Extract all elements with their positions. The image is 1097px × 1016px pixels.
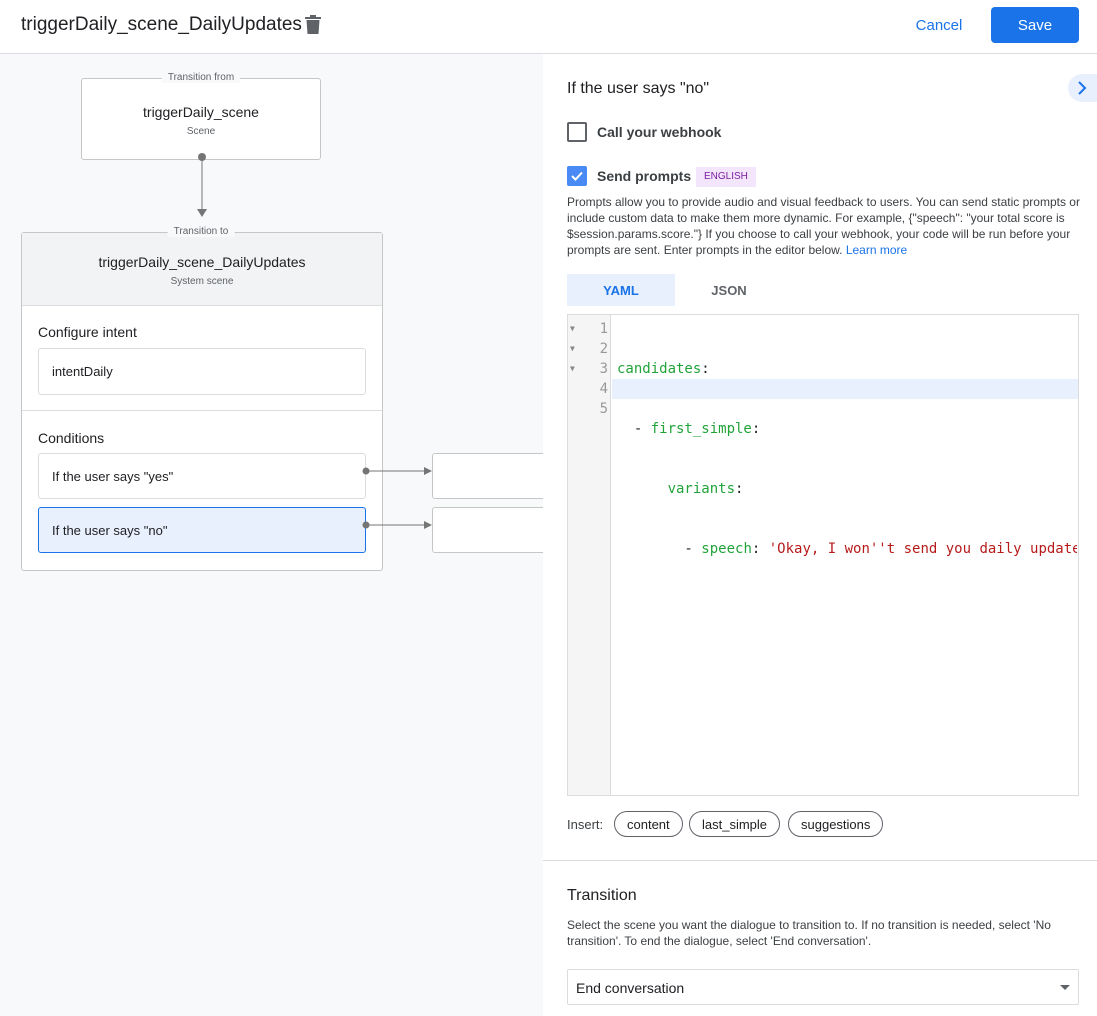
check-icon bbox=[571, 171, 583, 181]
prompts-description: Prompts allow you to provide audio and v… bbox=[567, 194, 1083, 258]
collapse-panel-button[interactable] bbox=[1068, 74, 1097, 102]
insert-chip-last-simple[interactable]: last_simple bbox=[689, 811, 781, 837]
details-panel: If the user says "no" Call your webhook … bbox=[543, 54, 1097, 1016]
insert-label: Insert: bbox=[567, 817, 604, 832]
language-badge: ENGLISH bbox=[696, 167, 756, 187]
connector-arrow bbox=[362, 467, 432, 475]
editor-gutter bbox=[568, 315, 611, 795]
transition-select[interactable]: End conversation bbox=[567, 969, 1079, 1005]
line-number: 1 bbox=[599, 321, 608, 337]
dropdown-arrow-icon bbox=[1060, 985, 1070, 990]
transition-from-label: Transition from bbox=[161, 72, 241, 83]
panel-heading: If the user says "no" bbox=[567, 80, 710, 97]
transition-selected-value: End conversation bbox=[576, 980, 685, 996]
condition-no[interactable]: If the user says "no" bbox=[38, 507, 366, 553]
chevron-right-icon bbox=[1078, 81, 1087, 95]
send-prompts-checkbox[interactable] bbox=[567, 166, 587, 186]
line-number: 4 bbox=[599, 381, 608, 397]
cancel-button[interactable]: Cancel bbox=[915, 16, 963, 34]
yaml-key: candidates bbox=[617, 361, 702, 377]
webhook-label: Call your webhook bbox=[597, 124, 722, 140]
connector-arrow bbox=[197, 153, 207, 217]
transition-from-card[interactable]: triggerDaily_scene Scene bbox=[81, 78, 321, 160]
save-button[interactable]: Save bbox=[991, 7, 1079, 43]
line-number: 3 bbox=[599, 361, 608, 377]
transition-to-card: triggerDaily_scene_DailyUpdates System s… bbox=[21, 232, 383, 571]
page-title: triggerDaily_scene_DailyUpdates bbox=[21, 14, 302, 35]
to-scene-name: triggerDaily_scene_DailyUpdates bbox=[98, 254, 306, 270]
yaml-key: speech bbox=[701, 541, 752, 557]
active-line-highlight bbox=[612, 379, 1078, 399]
tab-yaml[interactable]: YAML bbox=[567, 274, 675, 306]
condition-yes[interactable]: If the user says "yes" bbox=[38, 453, 366, 499]
insert-chip-suggestions[interactable]: suggestions bbox=[788, 811, 884, 837]
intent-name: intentDaily bbox=[52, 364, 113, 379]
target-node-yes[interactable] bbox=[432, 453, 552, 499]
fold-arrows[interactable]: ▼▼▼ bbox=[570, 324, 575, 373]
code-content: candidates: - first_simple: variants: - … bbox=[617, 319, 1077, 599]
code-editor[interactable]: 1 2 3 4 5 ▼▼▼ candidates: - first_simple: va… bbox=[567, 314, 1079, 796]
intent-item[interactable]: intentDaily bbox=[38, 348, 366, 395]
conditions-heading: Conditions bbox=[38, 430, 105, 446]
line-number: 5 bbox=[599, 401, 608, 417]
yaml-key: first_simple bbox=[650, 421, 752, 437]
flow-canvas: triggerDaily_scene Scene Transition from… bbox=[0, 54, 552, 1016]
header: triggerDaily_scene_DailyUpdates Cancel S… bbox=[0, 0, 1097, 54]
insert-chip-content[interactable]: content bbox=[614, 811, 683, 837]
line-number: 2 bbox=[599, 341, 608, 357]
to-scene-type: System scene bbox=[170, 276, 234, 287]
send-prompts-label: Send prompts bbox=[597, 168, 692, 184]
target-node-no[interactable] bbox=[432, 507, 552, 553]
transition-to-label: Transition to bbox=[167, 226, 235, 237]
yaml-value: 'Okay, I won''t send you daily update bbox=[768, 541, 1077, 557]
description-text: Prompts allow you to provide audio and v… bbox=[567, 195, 1080, 257]
condition-label: If the user says "yes" bbox=[52, 469, 174, 484]
learn-more-link[interactable]: Learn more bbox=[845, 243, 908, 257]
divider bbox=[543, 860, 1097, 861]
from-scene-name: triggerDaily_scene bbox=[143, 104, 259, 120]
trash-icon[interactable] bbox=[305, 15, 321, 34]
transition-heading: Transition bbox=[567, 887, 637, 904]
condition-label: If the user says "no" bbox=[52, 523, 168, 538]
configure-intent-heading: Configure intent bbox=[38, 324, 137, 340]
tab-json[interactable]: JSON bbox=[711, 282, 747, 298]
transition-description: Select the scene you want the dialogue t… bbox=[567, 918, 1051, 948]
yaml-key: variants bbox=[667, 481, 736, 497]
from-scene-type: Scene bbox=[186, 126, 216, 137]
connector-arrow bbox=[362, 521, 432, 529]
webhook-checkbox[interactable] bbox=[567, 122, 587, 142]
